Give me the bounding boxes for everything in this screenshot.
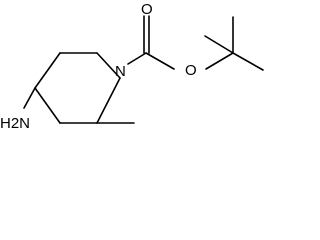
bond-carbonyl-c-ester-o	[145, 52, 175, 70]
bond-ester-o-quaternary-c	[205, 52, 234, 70]
bond-c4-nh2	[23, 87, 36, 109]
amine-label: H2N	[0, 115, 30, 132]
ring-nitrogen-label: N	[115, 63, 126, 80]
bond-n1-carbonyl-c	[127, 52, 147, 65]
bond-n1-c2	[96, 52, 121, 79]
bond-tbu-methyl-right	[232, 52, 264, 71]
chemical-structure: N H2N O O	[0, 1, 264, 132]
bond-c3-c4	[34, 52, 61, 89]
bond-tbu-methyl-left	[204, 35, 234, 54]
bond-c6-n1	[96, 77, 121, 124]
piperidine-ring	[34, 52, 121, 124]
bond-c4-c5	[34, 87, 61, 124]
ester-oxygen-label: O	[185, 62, 197, 79]
boc-group	[127, 15, 264, 71]
carbonyl-oxygen-label: O	[141, 1, 153, 18]
